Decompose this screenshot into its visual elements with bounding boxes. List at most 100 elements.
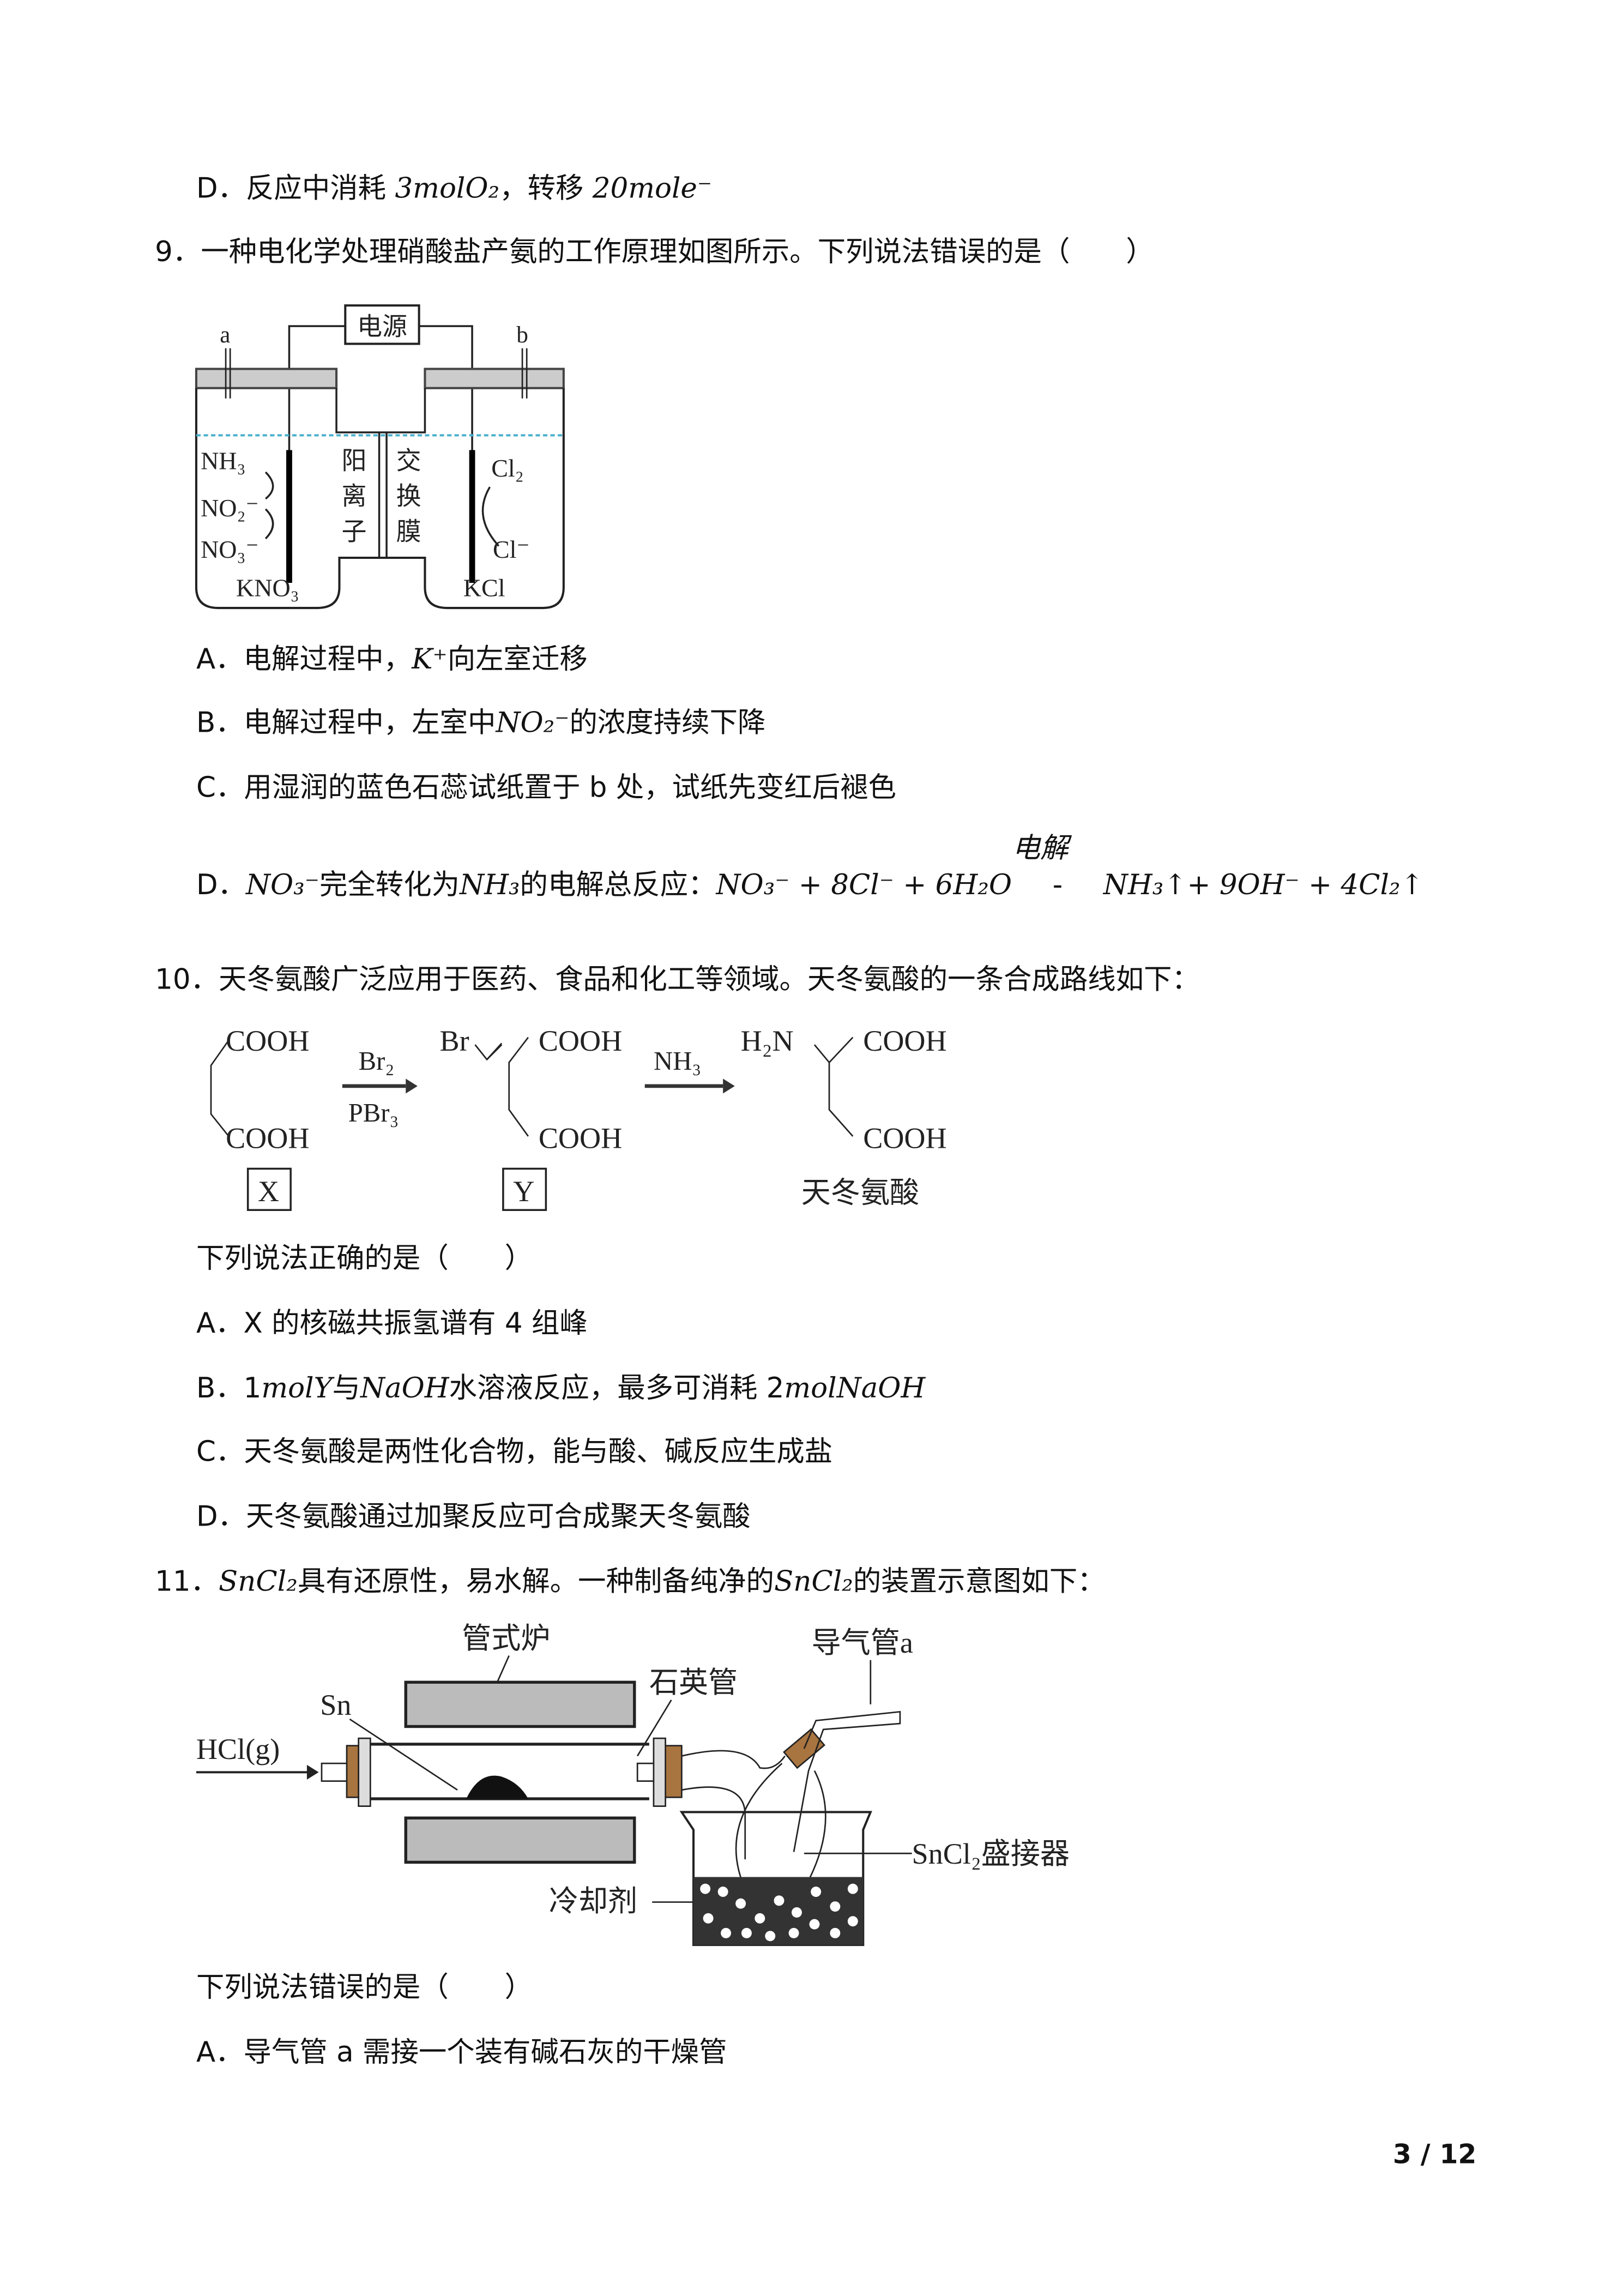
q9-option-a: A．电解过程中，K⁺向左室迁移	[196, 642, 588, 677]
q9-option-d: D．NO₃⁻完全转化为NH₃的电解总反应：NO₃⁻ + 8Cl⁻ + 6H₂O-…	[196, 869, 1424, 902]
option-text: 完全转化为	[319, 869, 460, 902]
cooh-label: COOH	[863, 1122, 946, 1155]
option-text: X 的核磁共振氢谱有 4 组峰	[243, 1307, 588, 1340]
option-text: 的浓度持续下降	[569, 707, 766, 739]
cooh-label: COOH	[226, 1025, 309, 1057]
q11-stem: 11．SnCl₂具有还原性，易水解。一种制备纯净的SnCl₂的装置示意图如下：	[155, 1564, 1105, 1600]
cooh-label: COOH	[539, 1122, 622, 1155]
math: NO₂⁻	[496, 707, 570, 739]
left-lid	[195, 367, 338, 389]
math: NH₃↑+ 9OH⁻ + 4Cl₂↑	[1103, 869, 1424, 902]
membrane-label: 离	[342, 483, 367, 510]
h2n-label: H₂N	[741, 1025, 794, 1057]
math: NO₃⁻	[245, 869, 319, 902]
br2-label: Br₂	[359, 1046, 395, 1076]
prev-option-d: D．反应中消耗 3molO₂，转移 20mole⁻	[196, 171, 712, 207]
q11-question: 下列说法错误的是（ ）	[196, 1971, 533, 2004]
option-label: B．	[196, 707, 244, 739]
membrane-label: 子	[342, 518, 367, 546]
label-b: b	[516, 322, 528, 348]
coolant-label: 冷却剂	[549, 1885, 637, 1918]
option-text: 导气管 a 需接一个装有碱石灰的干燥管	[243, 2036, 727, 2069]
furnace-label: 管式炉	[462, 1622, 550, 1655]
option-text: 反应中消耗	[245, 172, 395, 206]
option-text: 的电解总反应：	[520, 869, 716, 902]
sncl2-apparatus-diagram: 管式炉 导气管a 石英管 Sn HCl(g)	[196, 1622, 1070, 1947]
q10-stem: 10．天冬氨酸广泛应用于医药、食品和化工等领域。天冬氨酸的一条合成路线如下：	[155, 962, 1200, 998]
option-text: 向左室迁移	[447, 643, 588, 676]
right-lid	[424, 367, 565, 389]
option-label: A．	[196, 1307, 244, 1340]
option-label: C．	[196, 1436, 244, 1468]
question-number: 9．	[155, 236, 201, 269]
pbr3-label: PBr₃	[348, 1098, 399, 1128]
option-label: A．	[196, 2036, 244, 2069]
nh3-reagent-label: NH₃	[654, 1046, 701, 1076]
option-label: D．	[196, 1500, 246, 1533]
cl2-label: Cl₂	[491, 454, 524, 482]
sn-powder	[466, 1775, 528, 1799]
option-label: C．	[196, 772, 244, 804]
math: 3molO₂	[395, 172, 500, 206]
q9-stem: 9．一种电化学处理硝酸盐产氨的工作原理如图所示。下列说法错误的是（ ）	[155, 234, 1154, 270]
option-text: 电解过程中，左室中	[243, 707, 496, 739]
sn-label: Sn	[320, 1689, 351, 1721]
question-text: 一种电化学处理硝酸盐产氨的工作原理如图所示。下列说法错误的是（ ）	[201, 236, 1154, 269]
q10-option-d: D．天冬氨酸通过加聚反应可合成聚天冬氨酸	[196, 1499, 751, 1535]
option-text: 电解过程中，	[243, 643, 412, 676]
option-text: 水溶液反应，最多可消耗 2	[449, 1372, 785, 1405]
option-label: D．	[196, 869, 246, 902]
kcl-label: KCl	[463, 574, 505, 601]
question-number: 10．	[155, 963, 219, 996]
membrane-label: 阳	[342, 447, 367, 475]
option-text: 1	[243, 1372, 262, 1405]
oxidation-arrow	[481, 486, 500, 547]
q10-question: 下列说法正确的是（ ）	[196, 1242, 533, 1275]
hcl-label: HCl(g)	[196, 1733, 280, 1765]
math: K⁺	[412, 643, 448, 676]
reduction-arrows	[264, 471, 274, 540]
membrane-label: 交	[396, 447, 421, 475]
compound-y-label: Y	[513, 1175, 534, 1208]
power-source-box	[344, 304, 420, 345]
nh3-label: NH₃	[201, 447, 245, 475]
cl-label: Cl⁻	[493, 535, 530, 563]
q10-option-c: C．天冬氨酸是两性化合物，能与酸、碱反应生成盐	[196, 1435, 832, 1470]
q10-option-a: A．X 的核磁共振氢谱有 4 组峰	[196, 1306, 588, 1341]
cooh-label: COOH	[539, 1025, 622, 1057]
math: NaOH	[360, 1372, 449, 1405]
cooh-label: COOH	[863, 1025, 946, 1057]
math: SnCl₂	[774, 1565, 853, 1599]
product-label: 天冬氨酸	[801, 1177, 919, 1209]
math: molY	[261, 1372, 333, 1405]
q9-option-c: C．用湿润的蓝色石蕊试纸置于 b 处，试纸先变红后褪色	[196, 770, 896, 806]
power-label: 电源	[357, 312, 407, 340]
option-text: ，转移	[499, 172, 593, 206]
option-label: D．	[196, 172, 246, 206]
option-text: 与	[332, 1372, 360, 1405]
no3-label: NO₃⁻	[201, 535, 259, 563]
math: NH₃	[460, 869, 520, 902]
label-a: a	[220, 322, 230, 348]
question-number: 11．	[155, 1565, 219, 1599]
stopper	[783, 1728, 825, 1769]
cooh-label: COOH	[226, 1122, 309, 1155]
option-text: 用湿润的蓝色石蕊试纸置于 b 处，试纸先变红后褪色	[244, 772, 896, 804]
page-number: 3 / 12	[1392, 2140, 1477, 2171]
q11-option-a: A．导气管 a 需接一个装有碱石灰的干燥管	[196, 2035, 727, 2070]
option-label: B．	[196, 1372, 244, 1405]
question-text: 天冬氨酸广泛应用于医药、食品和化工等领域。天冬氨酸的一条合成路线如下：	[219, 963, 1200, 996]
math: 20mole⁻	[592, 172, 712, 206]
math: NO₃⁻ + 8Cl⁻ + 6H₂O	[716, 869, 1012, 902]
math: SnCl₂	[219, 1565, 298, 1599]
tube-a-label: 导气管a	[812, 1626, 913, 1659]
synthesis-route-diagram: COOH COOH Br₂ PBr₃ Br COOH COOH NH₃ H₂N …	[210, 1025, 947, 1212]
no2-label: NO₂⁻	[201, 494, 259, 522]
q9-option-b: B．电解过程中，左室中NO₂⁻的浓度持续下降	[196, 706, 766, 741]
question-text: 的装置示意图如下：	[853, 1565, 1106, 1599]
membrane-label: 换	[396, 483, 421, 510]
option-text: 天冬氨酸通过加聚反应可合成聚天冬氨酸	[245, 1500, 751, 1533]
compound-x-label: X	[258, 1175, 279, 1208]
membrane-label: 膜	[396, 518, 421, 546]
